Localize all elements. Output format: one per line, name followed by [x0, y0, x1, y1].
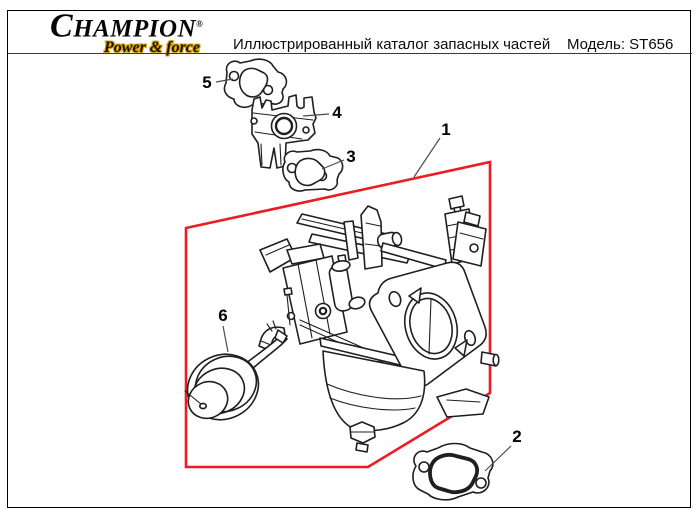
- primer-bulb-drawing: [184, 320, 288, 421]
- page-border: [7, 10, 691, 508]
- gasket-bottom-drawing: [412, 442, 494, 501]
- part-callout-5: 5: [202, 73, 212, 92]
- highlight-box: [184, 160, 492, 469]
- header-divider: [8, 53, 692, 54]
- part-callout-3: 3: [346, 147, 356, 166]
- part-callout-4: 4: [332, 103, 342, 122]
- part-callout-6: 6: [218, 306, 228, 325]
- brand-name: CHAMPION®: [50, 7, 203, 45]
- gasket-top-drawing: [223, 58, 288, 108]
- part-callout-1: 1: [441, 120, 451, 139]
- gasket-mid-drawing: [282, 148, 344, 192]
- callout-leader-lines: [215, 78, 512, 472]
- brand-tagline: Power & force: [104, 39, 200, 57]
- brand-logo: CHAMPION® Power & force: [50, 7, 210, 57]
- page-title: Иллюстрированный каталог запасных частей: [233, 36, 551, 53]
- model-label: Модель: ST656: [567, 36, 674, 53]
- insulator-drawing: [250, 94, 317, 169]
- part-callout-2: 2: [512, 427, 522, 446]
- registered-mark-icon: ®: [196, 19, 203, 29]
- carburetor-drawing: [258, 195, 500, 453]
